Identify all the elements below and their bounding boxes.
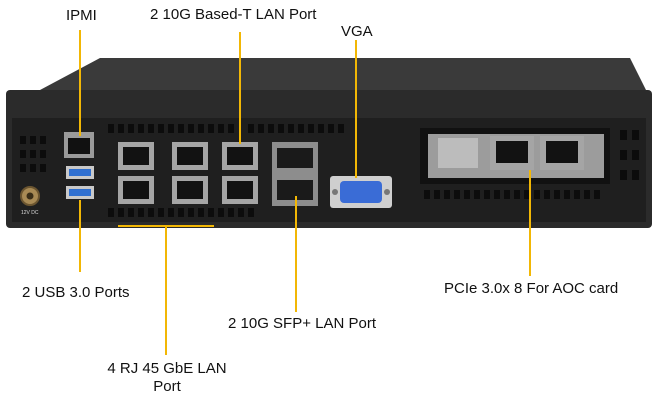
- usb-port-1: [66, 166, 94, 179]
- sfp-label: 2 10G SFP+ LAN Port: [228, 315, 376, 332]
- pcie-aoc-bracket: [420, 128, 610, 184]
- pcie-label: PCIe 3.0x 8 For AOC card: [444, 280, 619, 297]
- rj45-label-line2: Port: [153, 378, 181, 395]
- rj45-label: 4 RJ 45 GbE LAN Port: [92, 360, 242, 396]
- vent-grille-top: [108, 124, 344, 133]
- chassis-top: [40, 58, 646, 90]
- rj45-label-line1: 4 RJ 45 GbE LAN: [107, 360, 227, 377]
- vent-grille-left: [20, 136, 46, 172]
- vent-grille-right: [424, 130, 639, 199]
- vent-grille-bottom: [108, 208, 254, 217]
- dc-power-label: 12V DC: [21, 210, 39, 216]
- dc-power-connector: 12V DC: [20, 186, 40, 216]
- vga-label: VGA: [341, 23, 373, 40]
- lan-10g-baset-label: 2 10G Based-T LAN Port: [150, 6, 317, 23]
- lan-10g-baset-ports: [222, 142, 258, 204]
- ipmi-port: [64, 132, 94, 158]
- vga-port: [330, 176, 392, 208]
- usb-label: 2 USB 3.0 Ports: [22, 284, 130, 301]
- ipmi-label: IPMI: [66, 7, 97, 24]
- sfp-plus-ports: [272, 142, 318, 206]
- usb-port-2: [66, 186, 94, 199]
